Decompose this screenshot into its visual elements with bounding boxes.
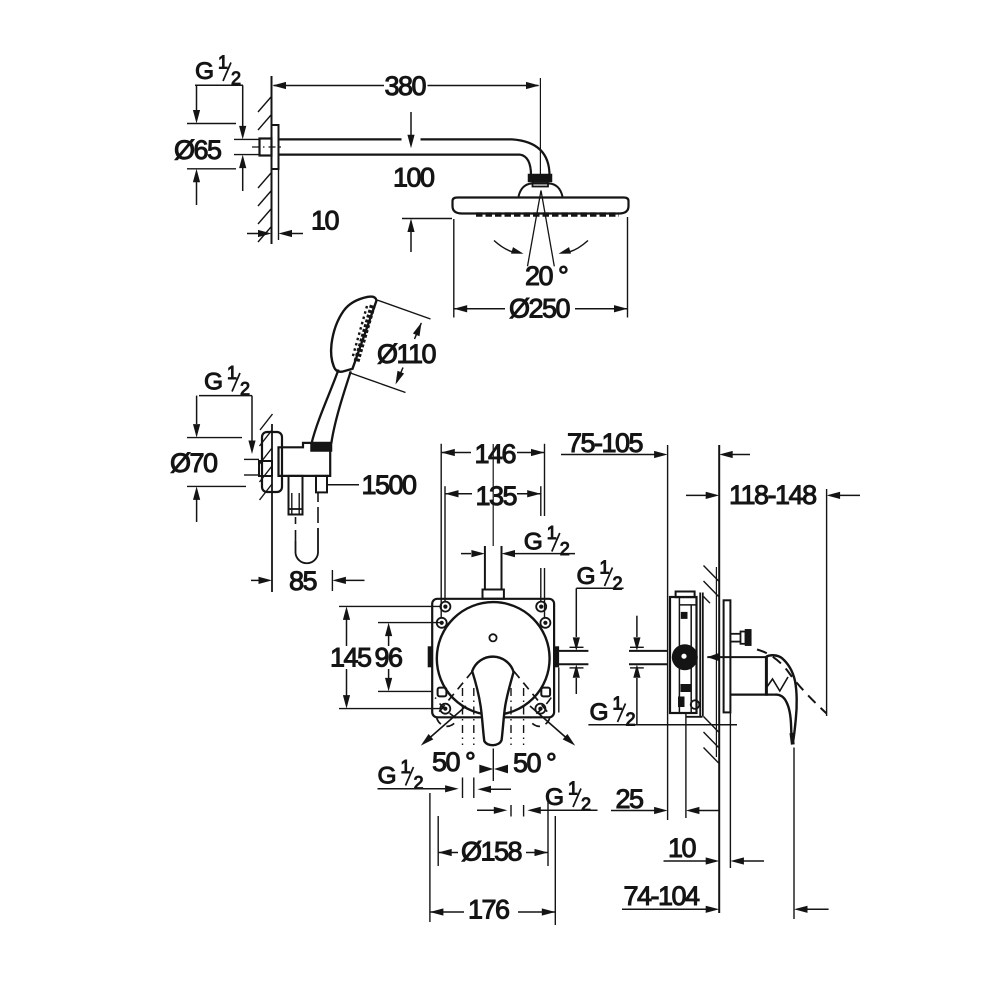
- svg-text:2: 2: [613, 574, 623, 594]
- svg-text:146: 146: [475, 439, 516, 469]
- svg-text:1500: 1500: [362, 470, 417, 500]
- svg-text:20 °: 20 °: [525, 261, 568, 291]
- svg-text:1: 1: [401, 757, 411, 777]
- svg-text:135: 135: [476, 481, 517, 511]
- svg-text:100: 100: [393, 163, 434, 193]
- svg-text:G: G: [378, 763, 397, 790]
- svg-text:50 °: 50 °: [513, 748, 556, 778]
- svg-text:96: 96: [375, 643, 403, 673]
- svg-text:74-104: 74-104: [624, 881, 701, 911]
- svg-text:2: 2: [560, 539, 570, 559]
- svg-text:Ø250: Ø250: [509, 294, 570, 324]
- svg-text:85: 85: [289, 566, 317, 596]
- svg-text:2: 2: [240, 379, 250, 399]
- svg-text:50 °: 50 °: [432, 747, 475, 777]
- svg-text:1: 1: [613, 694, 623, 714]
- svg-text:G: G: [204, 369, 223, 396]
- svg-text:1: 1: [600, 558, 610, 578]
- svg-text:Ø65: Ø65: [174, 135, 221, 165]
- svg-text:75-105: 75-105: [567, 428, 643, 458]
- svg-text:G: G: [590, 699, 609, 726]
- svg-text:2: 2: [581, 795, 591, 815]
- svg-text:G: G: [524, 529, 543, 556]
- svg-text:10: 10: [311, 206, 339, 236]
- svg-text:G: G: [545, 784, 564, 811]
- svg-text:2: 2: [414, 773, 424, 793]
- svg-text:380: 380: [385, 71, 426, 101]
- svg-text:G: G: [577, 563, 596, 590]
- svg-text:G: G: [195, 58, 214, 85]
- svg-text:176: 176: [468, 895, 509, 925]
- svg-text:Ø70: Ø70: [170, 448, 217, 478]
- svg-text:118-148: 118-148: [729, 480, 816, 510]
- svg-text:1: 1: [227, 363, 237, 383]
- svg-text:145: 145: [330, 643, 371, 673]
- svg-text:Ø110: Ø110: [377, 339, 436, 369]
- svg-text:10: 10: [668, 833, 696, 863]
- svg-text:1: 1: [568, 779, 578, 799]
- svg-text:2: 2: [231, 69, 241, 89]
- svg-text:2: 2: [626, 710, 636, 730]
- svg-text:1: 1: [547, 523, 557, 543]
- svg-text:Ø158: Ø158: [461, 837, 522, 867]
- svg-text:1: 1: [218, 53, 228, 73]
- svg-text:25: 25: [616, 784, 644, 814]
